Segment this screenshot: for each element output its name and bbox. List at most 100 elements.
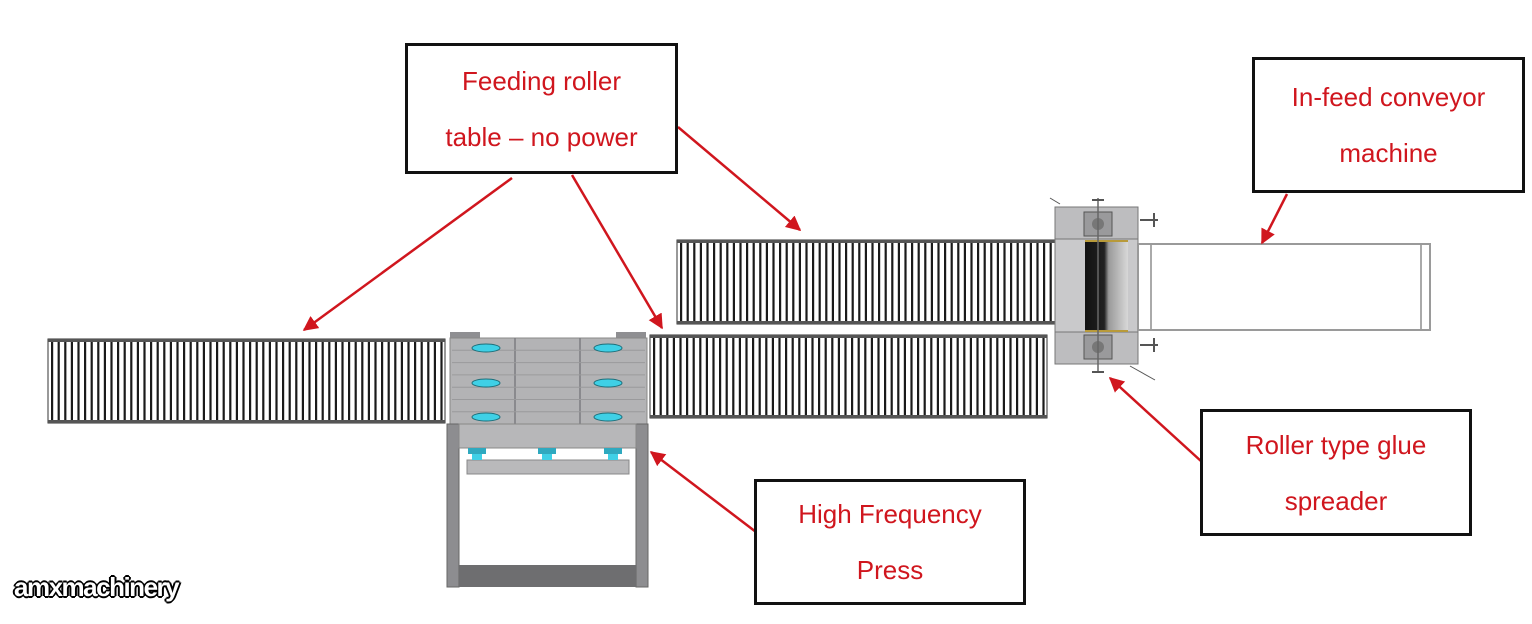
roller — [851, 243, 854, 321]
feeding-roller-table-top — [676, 239, 1075, 325]
roller — [209, 342, 212, 420]
feeding-roller-table-center — [649, 334, 1048, 419]
roller — [196, 342, 199, 420]
roller — [746, 243, 749, 321]
roller — [771, 338, 774, 415]
roller — [712, 338, 715, 415]
table-rail-top — [48, 339, 445, 342]
roller — [944, 243, 947, 321]
arrow-to-center-table — [570, 174, 664, 330]
roller — [996, 243, 999, 321]
table-rail-bottom — [48, 420, 445, 423]
roller — [202, 342, 205, 420]
arrow-to-left-table — [302, 176, 513, 332]
roller — [163, 342, 166, 420]
roller — [414, 342, 417, 420]
roller — [785, 338, 788, 415]
roller — [811, 338, 814, 415]
roller — [123, 342, 126, 420]
roller — [917, 243, 920, 321]
roller — [745, 338, 748, 415]
roller — [1022, 338, 1025, 415]
roller — [334, 342, 337, 420]
glue-roller — [1085, 240, 1128, 332]
roller — [726, 243, 729, 321]
roller — [288, 342, 291, 420]
roller — [1010, 243, 1013, 321]
roller — [831, 338, 834, 415]
roller — [407, 342, 410, 420]
roller — [249, 342, 252, 420]
roller — [910, 338, 913, 415]
roller — [904, 243, 907, 321]
roller — [361, 342, 364, 420]
roller — [374, 342, 377, 420]
roller — [680, 243, 683, 321]
roller — [996, 338, 999, 415]
roller — [433, 342, 436, 420]
roller — [936, 338, 939, 415]
roller — [262, 342, 265, 420]
roller — [778, 338, 781, 415]
roller — [884, 338, 887, 415]
press-cylinder — [593, 343, 623, 353]
roller — [838, 243, 841, 321]
roller — [719, 243, 722, 321]
roller — [315, 342, 318, 420]
label-line: machine — [1339, 138, 1438, 168]
roller — [308, 342, 311, 420]
roller — [427, 342, 430, 420]
roller — [1029, 338, 1032, 415]
roller — [216, 342, 219, 420]
roller — [222, 342, 225, 420]
roller — [693, 243, 696, 321]
label-line: In-feed conveyor — [1291, 82, 1486, 112]
roller — [950, 338, 953, 415]
roller — [381, 342, 384, 420]
roller — [183, 342, 186, 420]
roller — [792, 243, 795, 321]
roller — [805, 243, 808, 321]
roller — [739, 243, 742, 321]
roller — [903, 338, 906, 415]
roller — [976, 338, 979, 415]
roller — [877, 338, 880, 415]
roller — [818, 243, 821, 321]
roller — [156, 342, 159, 420]
roller — [851, 338, 854, 415]
roller — [176, 342, 179, 420]
roller — [699, 338, 702, 415]
roller — [725, 338, 728, 415]
press-cylinder — [593, 412, 623, 422]
table-rail-top — [677, 240, 1074, 243]
label-line: Roller type glue — [1245, 429, 1427, 460]
roller — [57, 342, 60, 420]
roller — [818, 338, 821, 415]
roller — [394, 342, 397, 420]
roller — [890, 338, 893, 415]
label-line: spreader — [1284, 485, 1388, 516]
roller — [963, 243, 966, 321]
table-rail-bottom — [677, 321, 1074, 324]
label-line: Press — [856, 555, 924, 585]
roller — [871, 243, 874, 321]
roller — [732, 338, 735, 415]
roller — [779, 243, 782, 321]
table-frame — [47, 338, 446, 424]
roller — [692, 338, 695, 415]
arrow-to-conveyor — [1260, 193, 1289, 245]
conveyor-frame — [1137, 243, 1431, 331]
roller — [864, 338, 867, 415]
roller — [51, 342, 54, 420]
press-frame-right-post — [635, 423, 649, 588]
roller — [765, 338, 768, 415]
roller — [759, 243, 762, 321]
roller — [348, 342, 351, 420]
roller — [825, 243, 828, 321]
roller — [785, 243, 788, 321]
roller — [1043, 243, 1046, 321]
infeed-conveyor-machine — [1137, 243, 1431, 331]
table-frame — [676, 239, 1075, 325]
press-cylinder — [471, 378, 501, 388]
